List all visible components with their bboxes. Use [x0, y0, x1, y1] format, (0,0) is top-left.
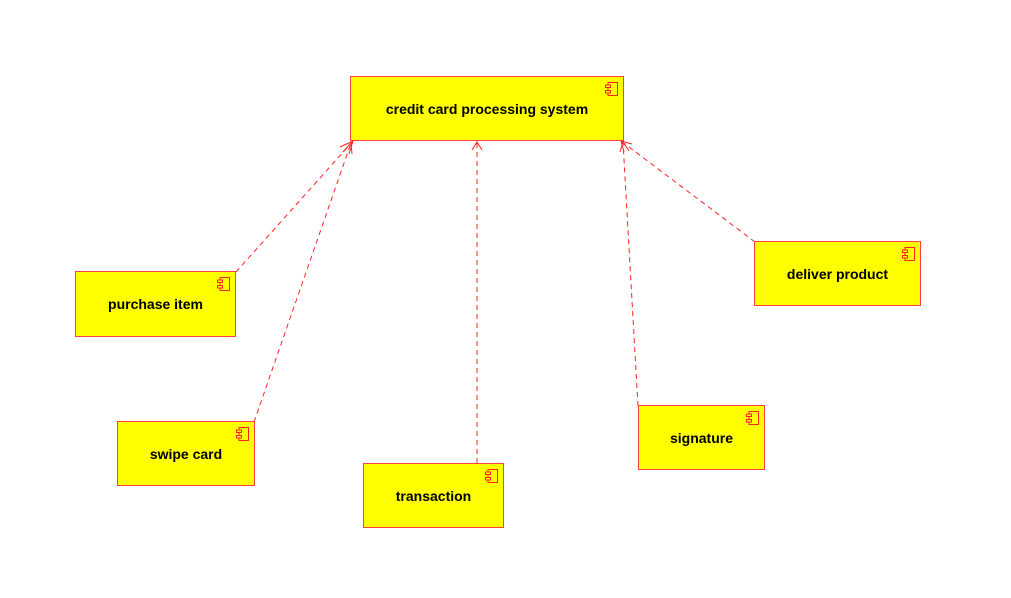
component-transaction[interactable]: transaction: [363, 463, 504, 528]
edge-purchase-to-main: [235, 140, 354, 273]
arrowhead-swipe: [342, 141, 353, 155]
component-icon: [485, 469, 498, 483]
arrowhead-purchase: [339, 140, 354, 155]
component-icon: [902, 247, 915, 261]
component-icon: [217, 277, 230, 291]
component-label: purchase item: [108, 296, 203, 312]
edge-deliver-to-main: [620, 140, 756, 243]
edge-signature-to-main: [622, 141, 639, 407]
component-purchase-item[interactable]: purchase item: [75, 271, 236, 337]
component-swipe-card[interactable]: swipe card: [117, 421, 255, 486]
component-label: deliver product: [786, 265, 889, 282]
edge-swipe-to-main: [253, 142, 352, 423]
component-label: signature: [669, 429, 733, 446]
component-credit-card-processing-system[interactable]: credit card processing system: [350, 76, 624, 141]
component-icon: [605, 82, 618, 96]
component-icon: [236, 427, 249, 441]
component-label: transaction: [395, 487, 472, 504]
component-label: swipe card: [149, 445, 223, 462]
component-deliver-product[interactable]: deliver product: [754, 241, 921, 306]
component-signature[interactable]: signature: [638, 405, 765, 470]
component-icon: [746, 411, 759, 425]
arrowhead-transaction: [471, 141, 483, 151]
arrowhead-deliver: [620, 140, 633, 153]
component-label: credit card processing system: [385, 100, 589, 117]
